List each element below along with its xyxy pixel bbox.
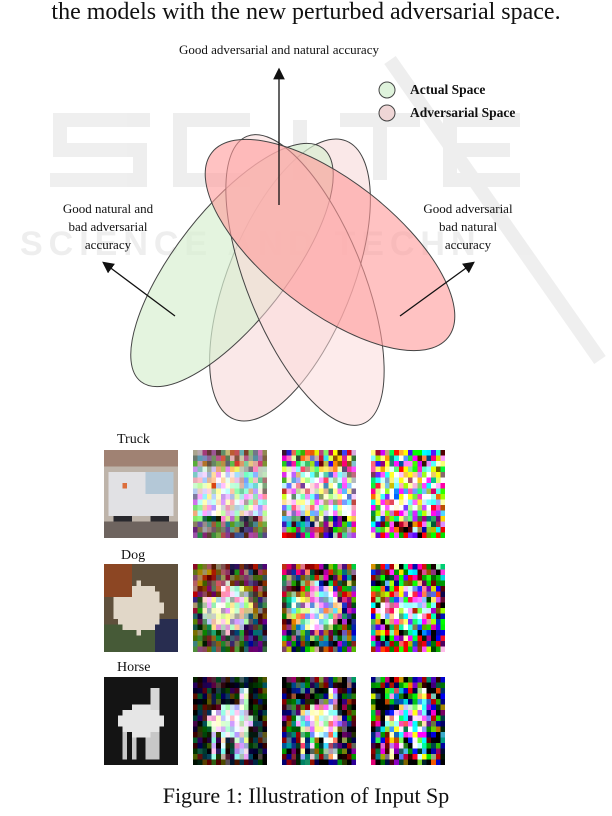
truck-sample-image-3 [282,450,356,538]
row-label-dog: Dog [121,548,146,563]
red-space-ellipse [204,138,456,352]
label-right-line1: Good adversarial [423,201,513,216]
figure-caption: Figure 1: Illustration of Input Sp [162,783,450,808]
label-left-line2: bad adversarial [68,219,148,234]
legend-swatch-adversarial [378,104,396,122]
row-label-truck: Truck [117,432,150,447]
horse-sample-image-2 [193,677,267,765]
label-right: Good adversarial bad natural accuracy [398,200,538,254]
header-text: the models with the new perturbed advers… [51,0,561,25]
label-right-line2: bad natural [438,219,498,234]
label-left-line3: accuracy [84,237,132,252]
truck-sample-image-2 [193,450,267,538]
left-arrow [102,261,176,317]
horse-sample-image-3 [282,677,356,765]
dog-sample-image-4 [371,564,445,652]
legend-adversarial-label: Adversarial Space [410,105,516,120]
dog-sample-image-1 [104,564,178,652]
dog-sample-image-3 [282,564,356,652]
right-arrow [399,261,475,317]
space-diagram [102,67,475,426]
label-right-line3: accuracy [444,237,492,252]
label-left: Good natural and bad adversarial accurac… [38,200,178,254]
label-top: Good adversarial and natural accuracy [179,42,379,57]
horse-sample-image-1 [104,677,178,765]
legend-swatch-actual [378,81,396,99]
truck-sample-image-1 [104,450,178,538]
truck-sample-image-4 [371,450,445,538]
legend-actual-label: Actual Space [410,82,486,97]
dog-sample-image-2 [193,564,267,652]
row-label-horse: Horse [117,660,151,675]
horse-sample-image-4 [371,677,445,765]
label-left-line1: Good natural and [62,201,154,216]
